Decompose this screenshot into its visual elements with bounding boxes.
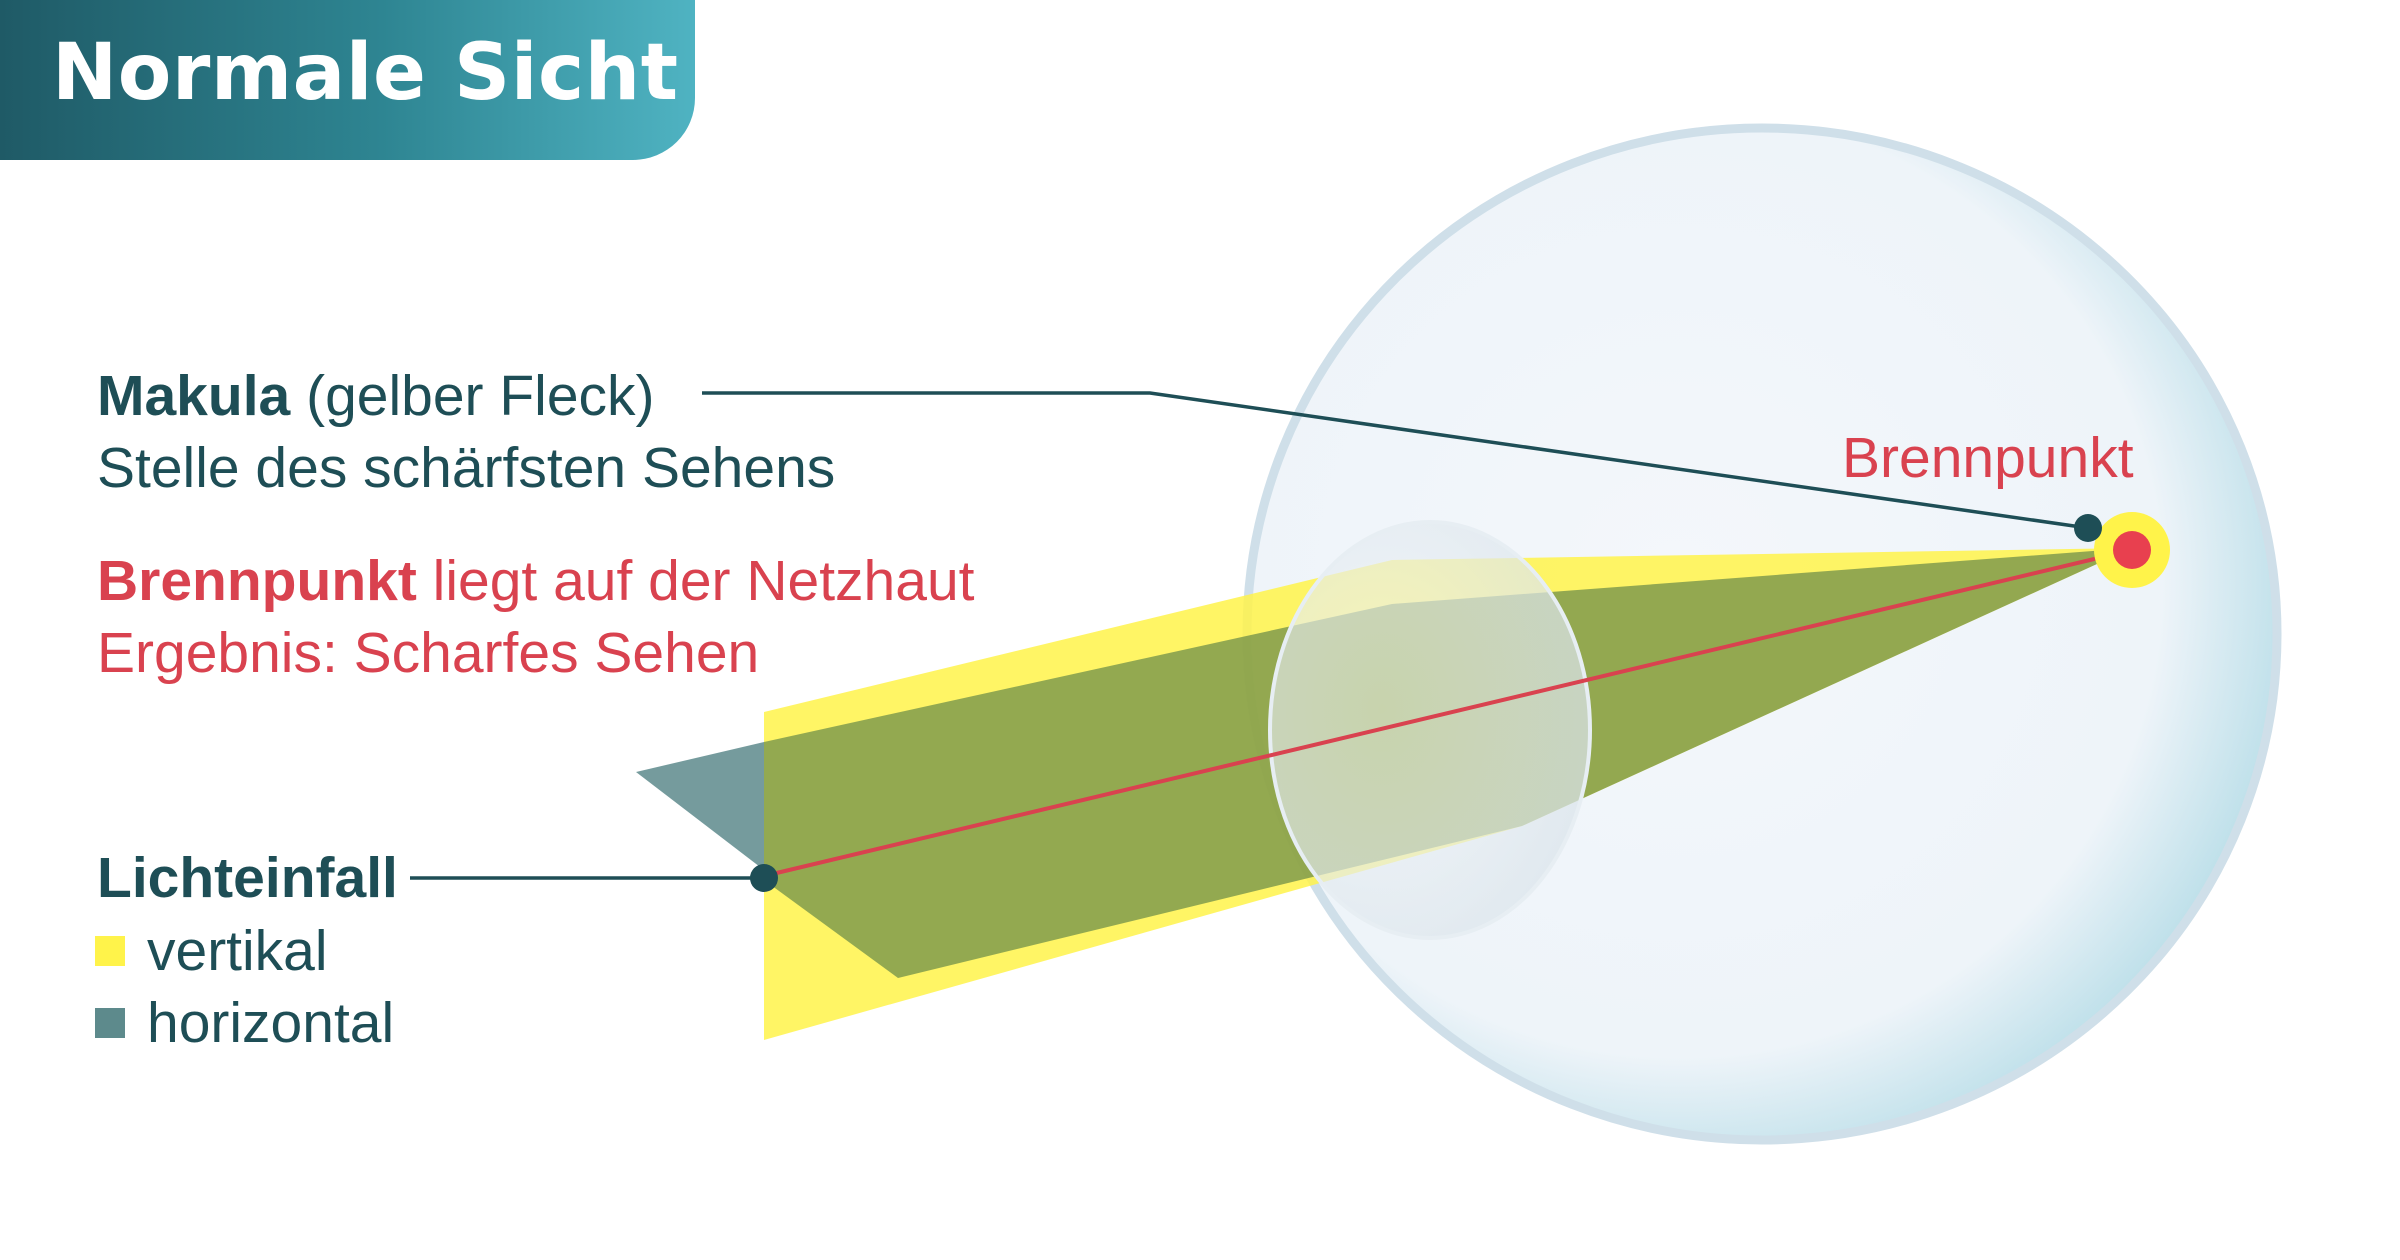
makula-description: Stelle des schärfsten Sehens bbox=[97, 436, 836, 500]
legend-item-horizontal: horizontal bbox=[95, 990, 394, 1056]
focus-title-line: Brennpunkt liegt auf der Netzhaut bbox=[97, 545, 975, 617]
legend-item-vertical: vertikal bbox=[95, 918, 328, 984]
makula-title-line: Makula (gelber Fleck) bbox=[97, 360, 835, 432]
focus-name-suffix: liegt auf der Netzhaut bbox=[416, 549, 975, 613]
page-title: Normale Sicht bbox=[52, 28, 679, 118]
makula-leader-line bbox=[702, 391, 2089, 530]
focal-point bbox=[2113, 531, 2151, 569]
focus-label: Brennpunkt liegt auf der Netzhaut Ergebn… bbox=[97, 545, 975, 689]
eye-lens bbox=[1268, 520, 1592, 940]
focal-point-label: Brennpunkt bbox=[1842, 426, 2134, 490]
legend-label-vertical: vertikal bbox=[147, 919, 328, 983]
focus-result: Ergebnis: Scharfes Sehen bbox=[97, 621, 760, 685]
legend-label-horizontal: horizontal bbox=[147, 991, 395, 1055]
legend-swatch-vertical bbox=[95, 936, 125, 966]
horizontal-beam-left bbox=[636, 742, 764, 870]
optical-axis bbox=[763, 548, 2133, 878]
makula-name-suffix: (gelber Fleck) bbox=[290, 364, 655, 428]
makula-marker bbox=[2074, 514, 2102, 542]
title-tab: Normale Sicht bbox=[0, 0, 695, 160]
makula-name: Makula bbox=[97, 364, 291, 428]
focus-name: Brennpunkt bbox=[97, 549, 417, 613]
light-heading: Lichteinfall bbox=[97, 846, 398, 910]
legend-swatch-horizontal bbox=[95, 1008, 125, 1038]
makula-label: Makula (gelber Fleck) Stelle des schärfs… bbox=[97, 360, 835, 504]
light-marker bbox=[750, 864, 778, 892]
